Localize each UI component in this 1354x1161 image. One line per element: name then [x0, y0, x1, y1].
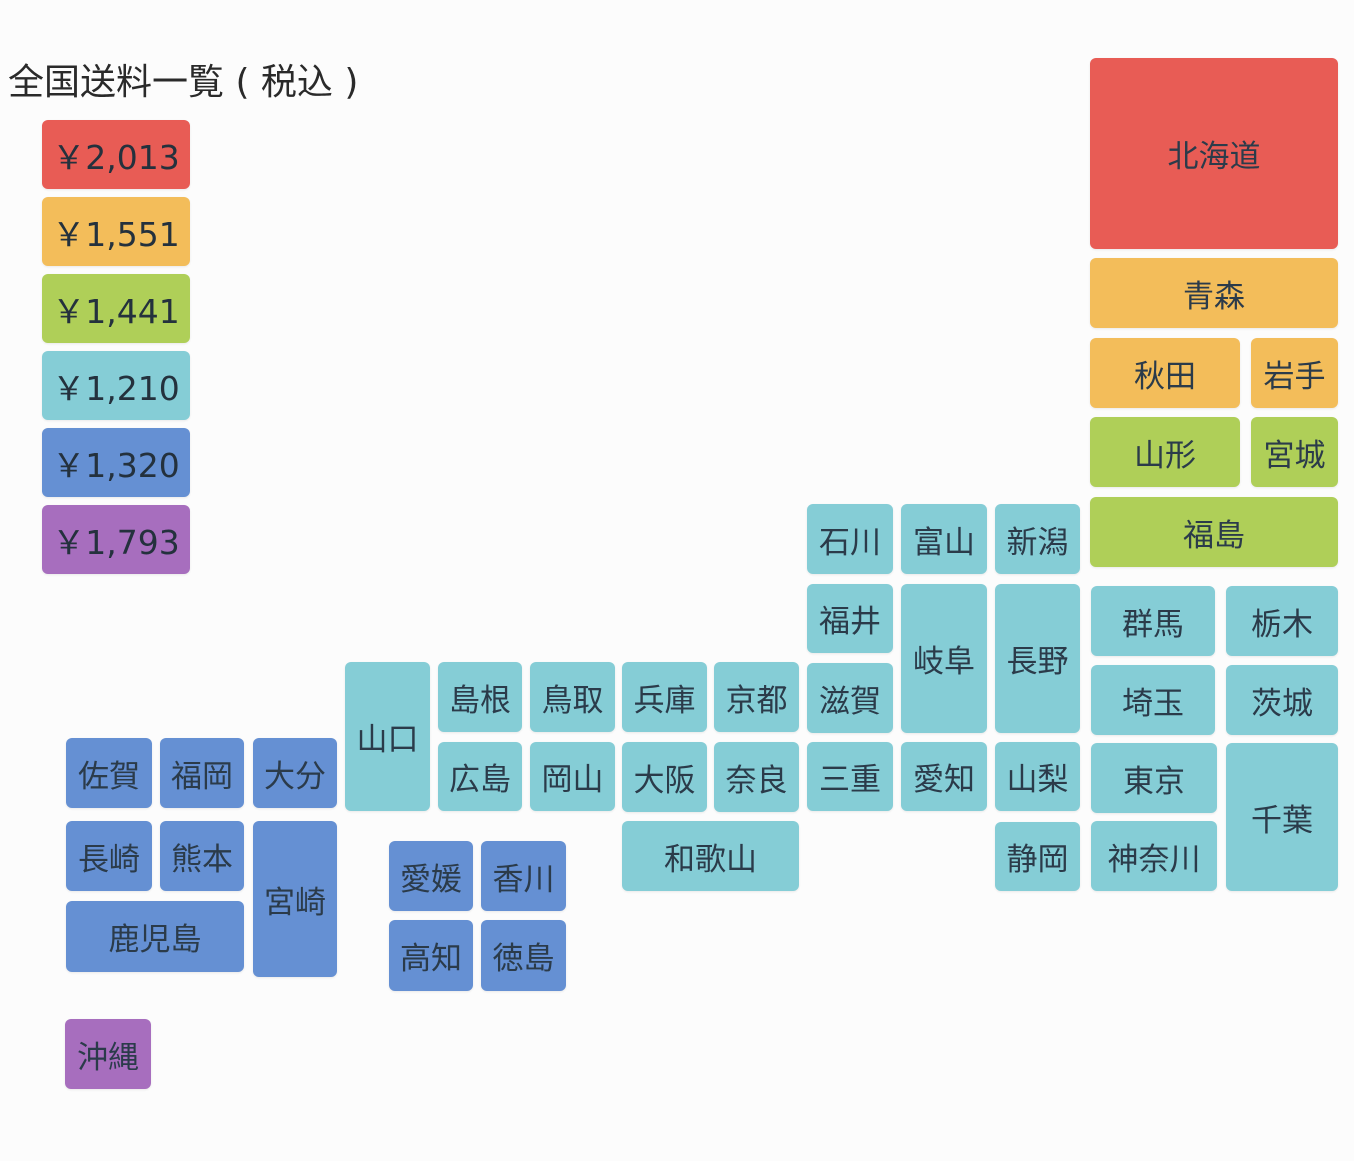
prefecture-osaka: 大阪	[622, 742, 707, 812]
prefecture-aomori: 青森	[1090, 258, 1338, 328]
legend-price-blue: ￥1,320	[42, 428, 190, 497]
legend-price-red: ￥2,013	[42, 120, 190, 189]
prefecture-kochi: 高知	[389, 920, 473, 991]
prefecture-okinawa: 沖縄	[65, 1019, 151, 1089]
prefecture-hiroshima: 広島	[438, 742, 522, 811]
prefecture-kagoshima: 鹿児島	[66, 901, 244, 972]
prefecture-oita: 大分	[253, 738, 337, 808]
prefecture-miyazaki: 宮崎	[253, 821, 337, 977]
prefecture-yamaguchi: 山口	[345, 662, 430, 811]
prefecture-gifu: 岐阜	[901, 584, 987, 733]
prefecture-kagawa: 香川	[481, 841, 566, 911]
prefecture-kyoto: 京都	[714, 662, 799, 732]
legend-price-green: ￥1,441	[42, 274, 190, 343]
prefecture-ishikawa: 石川	[807, 504, 893, 574]
prefecture-chiba: 千葉	[1226, 743, 1338, 891]
prefecture-tottori: 鳥取	[530, 662, 615, 732]
prefecture-shiga: 滋賀	[807, 663, 893, 733]
legend-price-cyan: ￥1,210	[42, 351, 190, 420]
prefecture-ehime: 愛媛	[389, 841, 473, 911]
prefecture-yamagata: 山形	[1090, 417, 1240, 487]
prefecture-nara: 奈良	[714, 742, 799, 812]
prefecture-saga: 佐賀	[66, 738, 152, 808]
page-title: 全国送料一覧 ( 税込 )	[8, 62, 359, 103]
prefecture-miyagi: 宮城	[1251, 417, 1338, 487]
prefecture-toyama: 富山	[901, 504, 987, 574]
prefecture-fukushima: 福島	[1090, 497, 1338, 567]
legend-price-purple: ￥1,793	[42, 505, 190, 574]
prefecture-kanagawa: 神奈川	[1091, 821, 1217, 891]
prefecture-hyogo: 兵庫	[622, 662, 707, 732]
prefecture-nagano: 長野	[995, 584, 1080, 733]
prefecture-tokyo: 東京	[1091, 743, 1217, 813]
prefecture-shimane: 島根	[438, 662, 522, 732]
prefecture-akita: 秋田	[1090, 338, 1240, 408]
prefecture-okayama: 岡山	[530, 742, 615, 811]
prefecture-iwate: 岩手	[1251, 338, 1338, 408]
prefecture-wakayama: 和歌山	[622, 821, 799, 891]
prefecture-shizuoka: 静岡	[995, 822, 1080, 891]
prefecture-gunma: 群馬	[1091, 586, 1215, 656]
prefecture-aichi: 愛知	[901, 742, 987, 811]
prefecture-tochigi: 栃木	[1226, 586, 1338, 656]
prefecture-nagasaki: 長崎	[66, 821, 152, 891]
prefecture-fukui: 福井	[807, 584, 893, 653]
prefecture-mie: 三重	[807, 742, 893, 811]
legend-price-orange: ￥1,551	[42, 197, 190, 266]
prefecture-saitama: 埼玉	[1091, 665, 1215, 735]
prefecture-kumamoto: 熊本	[160, 821, 244, 891]
prefecture-ibaraki: 茨城	[1226, 665, 1338, 735]
prefecture-hokkaido: 北海道	[1090, 58, 1338, 249]
prefecture-tokushima: 徳島	[481, 920, 566, 991]
prefecture-yamanashi: 山梨	[995, 742, 1080, 811]
prefecture-niigata: 新潟	[995, 504, 1080, 574]
prefecture-fukuoka: 福岡	[160, 738, 244, 808]
